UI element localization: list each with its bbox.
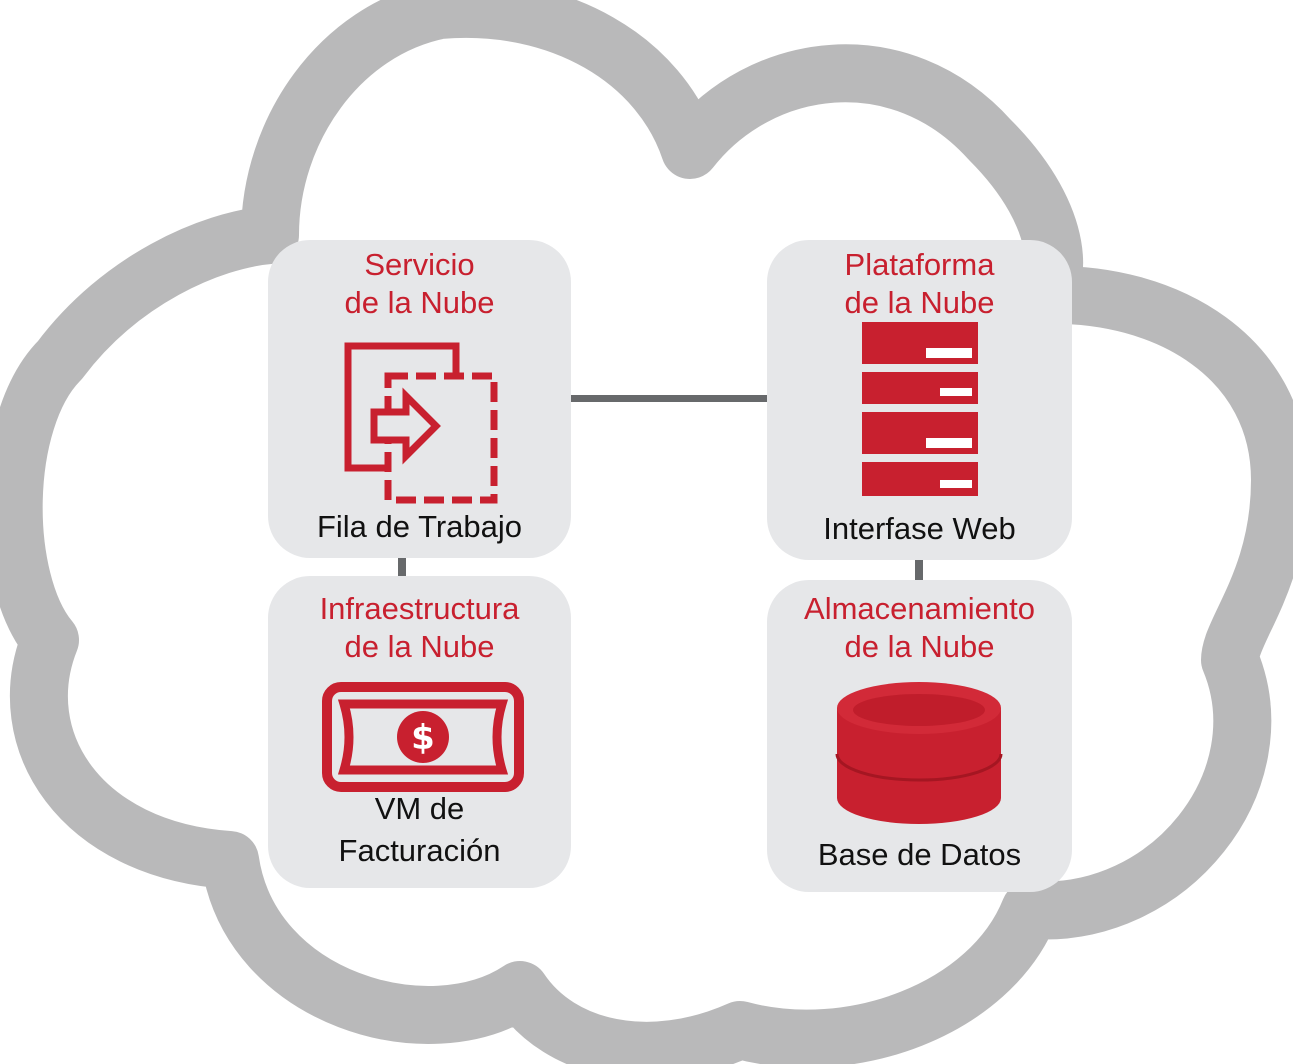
node-title: de la Nube bbox=[844, 629, 995, 664]
svg-text:$: $ bbox=[411, 718, 435, 758]
node-title: de la Nube bbox=[344, 629, 495, 664]
dollar-bill-icon: $ bbox=[322, 682, 524, 792]
node-label: Interfase Web bbox=[823, 511, 1016, 546]
node-storage: Almacenamiento de la Nube Base de Datos bbox=[767, 580, 1072, 892]
node-infrastructure: Infraestructura de la Nube $ VM de Factu… bbox=[268, 576, 571, 888]
node-title: de la Nube bbox=[344, 285, 495, 320]
node-title: Servicio bbox=[364, 247, 475, 282]
connector-platform-storage bbox=[915, 558, 923, 580]
connector-service-platform bbox=[568, 395, 770, 402]
node-platform: Plataforma de la Nube Interfase Web bbox=[767, 240, 1072, 560]
node-label: Fila de Trabajo bbox=[316, 509, 523, 544]
workflow-arrow-icon bbox=[344, 342, 498, 504]
database-icon bbox=[835, 682, 1003, 824]
server-stack-icon bbox=[862, 322, 978, 496]
node-label: VM de bbox=[374, 791, 465, 826]
node-label: Facturación bbox=[338, 833, 501, 868]
node-title: Almacenamiento bbox=[804, 591, 1035, 626]
connector-service-infrastructure bbox=[398, 553, 406, 579]
node-label: Base de Datos bbox=[817, 837, 1022, 872]
node-service: Servicio de la Nube Fila de Trabajo bbox=[268, 240, 571, 558]
node-title: Infraestructura bbox=[319, 591, 520, 626]
node-title: Plataforma bbox=[844, 247, 995, 282]
node-title: de la Nube bbox=[844, 285, 995, 320]
